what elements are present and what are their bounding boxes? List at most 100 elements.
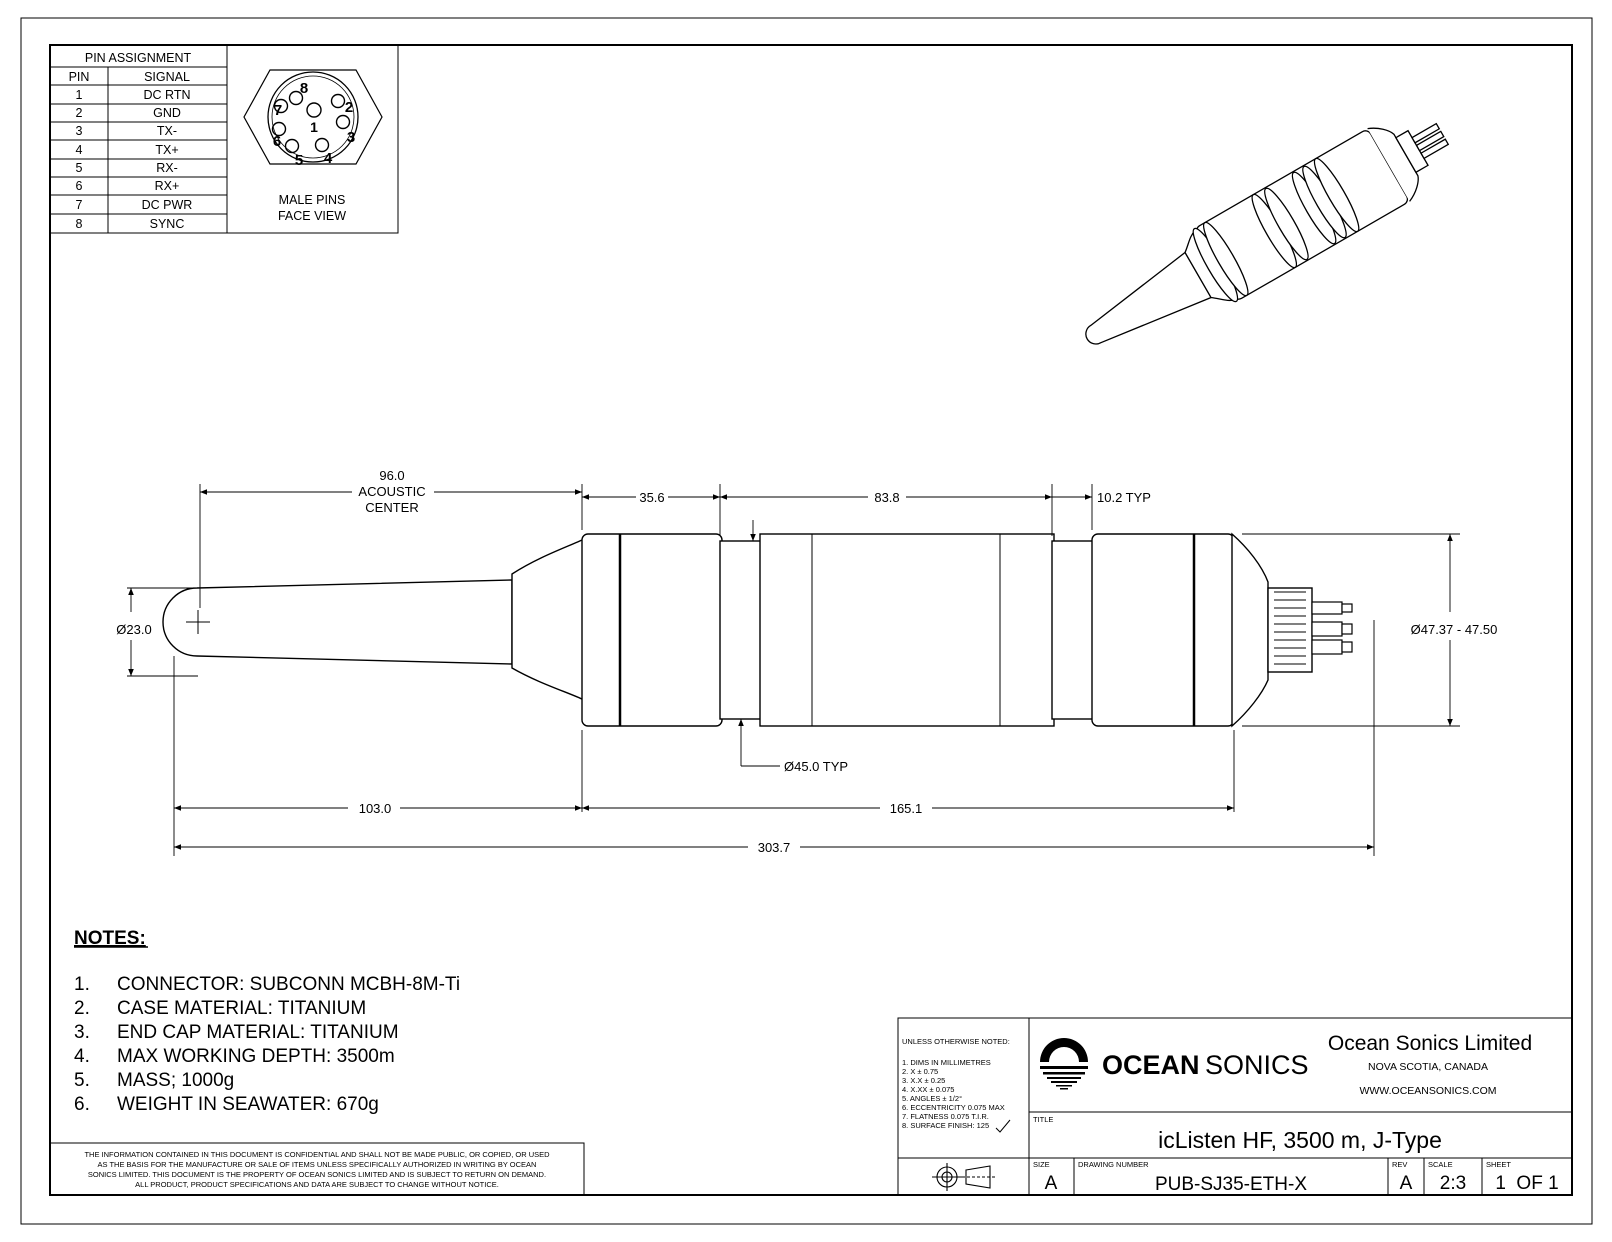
dim-acoustic-line2: CENTER [365,500,418,515]
dim-10-2: 10.2 TYP [1097,490,1151,505]
sheet-label: SHEET [1486,1160,1511,1169]
body-section [1091,533,1235,727]
pin-row-number: 1 [76,88,83,102]
tolerance-line: 5. ANGLES ± 1/2° [902,1094,962,1103]
note-text: END CAP MATERIAL: TITANIUM [117,1022,399,1043]
tolerance-line: 3. X.X ± 0.25 [902,1076,945,1085]
logo-wordmark-bold: OCEAN [1102,1050,1200,1080]
pin-number-label: 6 [273,133,281,150]
pin-row-signal: RX+ [155,179,180,193]
title-label: TITLE [1033,1115,1053,1124]
note-number: 3. [74,1022,90,1043]
pin-row-number: 2 [76,106,83,120]
notes-heading: NOTES: [74,928,146,949]
note-text: CASE MATERIAL: TITANIUM [117,998,366,1019]
sheet-value: 1 OF 1 [1495,1173,1558,1194]
title-block-grid [897,1017,1573,1196]
size-label: SIZE [1033,1160,1050,1169]
dimension-lines [127,484,1460,856]
disclaimer-line: AS THE BASIS FOR THE MANUFACTURE OR SALE… [98,1160,537,1169]
dim-303-7: 303.7 [758,840,791,855]
disclaimer-line: ALL PRODUCT, PRODUCT SPECIFICATIONS AND … [135,1180,499,1189]
disclaimer-line: SONICS LIMITED. THIS DOCUMENT IS THE PRO… [88,1170,546,1179]
hydrophone-tip [162,579,513,665]
scale-label: SCALE [1428,1160,1453,1169]
pin-row-signal: GND [153,106,181,120]
drawing-number-label: DRAWING NUMBER [1078,1160,1149,1169]
tolerance-line: 2. X ± 0.75 [902,1067,938,1076]
pin-row-signal: DC RTN [144,88,191,102]
connector-pin [1311,621,1343,637]
ocean-sonics-logo-mark-icon [1040,1038,1088,1090]
groove-section [1051,540,1095,720]
dimension-labels: 96.0 ACOUSTIC CENTER 35.6 83.8 10.2 TYP … [116,468,1497,855]
pin-number-label: 1 [310,119,318,135]
pin-number-label: 5 [295,152,303,169]
company-location: NOVA SCOTIA, CANADA [1368,1061,1488,1073]
pin-row-number: 3 [76,124,83,138]
note-text: WEIGHT IN SEAWATER: 670g [117,1094,379,1115]
pin-number-label: 4 [324,150,333,167]
pin-table-title: PIN ASSIGNMENT [85,51,192,65]
dim-83-8: 83.8 [874,490,899,505]
pin-assignment-table [49,44,399,234]
pin-row-signal: DC PWR [142,198,193,212]
note-number: 6. [74,1094,90,1115]
scale-value: 2:3 [1440,1173,1466,1194]
dim-acoustic-line1: ACOUSTIC [358,484,425,499]
tolerance-line: 1. DIMS IN MILLIMETRES [902,1058,991,1067]
body-section [581,533,723,727]
pin-row-signal: TX- [157,124,177,138]
dim-35-6: 35.6 [639,490,664,505]
isometric-view [1085,122,1450,345]
connector-pin [1341,603,1353,613]
pin-header-pin: PIN [69,70,90,84]
pin-number-label: 2 [345,99,353,116]
tip-collar [511,537,585,702]
note-number: 2. [74,998,90,1019]
note-text: MASS; 1000g [117,1070,234,1091]
pin-number-label: 3 [347,129,355,146]
tolerance-line: 7. FLATNESS 0.075 T.I.R. [902,1112,989,1121]
connector-view-label-1: MALE PINS [279,193,346,207]
ocean-sonics-logo: OCEAN SONICS [1040,1038,1309,1090]
company-name: Ocean Sonics Limited [1328,1032,1532,1055]
tolerance-line: 4. X.XX ± 0.075 [902,1085,954,1094]
surface-finish-check-icon [995,1119,1011,1133]
disclaimer-box [49,1142,585,1196]
pin-row-signal: SYNC [150,217,185,231]
connector-pin [1341,623,1353,635]
end-cap [1231,532,1269,728]
pin-table-rows: 1 DC RTN 2 GND 3 TX- 4 TX+ 5 RX- 6 RX+ 7… [76,88,193,231]
size-value: A [1045,1173,1058,1194]
drawing-title: icListen HF, 3500 m, J-Type [1158,1127,1442,1153]
drawing-frame [49,44,1573,1196]
tolerance-line: 8. SURFACE FINISH: 125 [902,1121,989,1130]
note-number: 4. [74,1046,90,1067]
rev-value: A [1400,1173,1413,1194]
note-text: MAX WORKING DEPTH: 3500m [117,1046,395,1067]
connector-pin [1341,641,1353,653]
pin-number-label: 8 [300,80,308,97]
disclaimer-text: THE INFORMATION CONTAINED IN THIS DOCUME… [84,1150,550,1189]
connector-body [1267,587,1313,673]
groove-section [719,540,763,720]
pin-row-number: 5 [76,161,83,175]
dim-tip-diameter: Ø23.0 [116,622,151,637]
connector-pin-numbers: 1 2 3 4 5 6 7 8 [273,80,355,169]
connector-pin [1311,601,1343,615]
tolerance-line: 6. ECCENTRICITY 0.075 MAX [902,1103,1005,1112]
pin-row-number: 7 [76,198,83,212]
note-text: CONNECTOR: SUBCONN MCBH-8M-Ti [117,974,460,995]
connector-face-view [243,69,383,165]
hydrophone-side-view [162,532,1313,728]
pin-row-number: 8 [76,217,83,231]
pin-number-label: 7 [274,102,282,119]
pin-row-signal: RX- [156,161,178,175]
logo-wordmark-light: SONICS [1205,1050,1309,1080]
pin-row-number: 4 [76,143,83,157]
note-number: 5. [74,1070,90,1091]
outer-border [20,17,1593,1225]
dim-body-diameter: Ø47.37 - 47.50 [1411,622,1498,637]
